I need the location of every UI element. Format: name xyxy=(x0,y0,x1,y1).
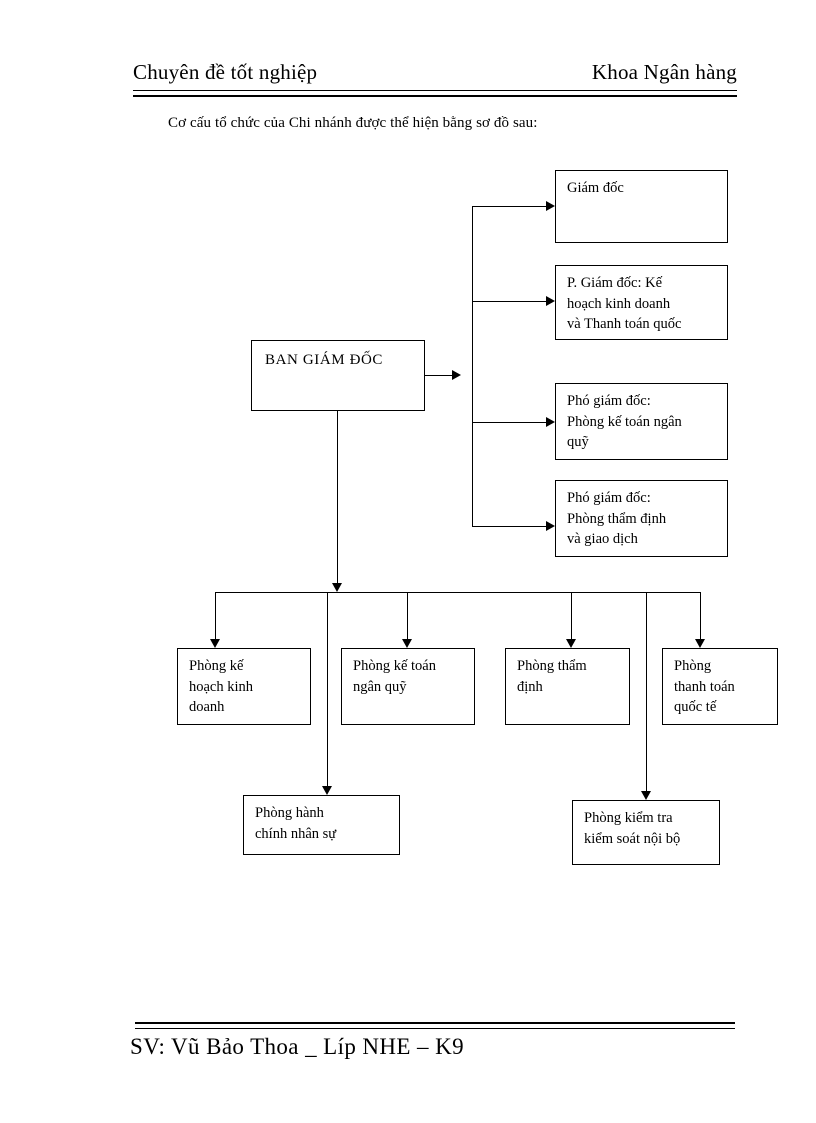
arrowhead-thanh-toan xyxy=(695,639,705,648)
node-label: P. Giám đốc: Kế hoạch kinh doanh và Than… xyxy=(567,275,682,333)
connector-trunk-to-giam-doc xyxy=(472,206,546,207)
connector-trunk-to-pgd-ke-hoach xyxy=(472,301,546,302)
org-chart-diagram: BAN GIÁM ĐỐC Giám đốc P. Giám đốc: Kế ho… xyxy=(177,170,778,865)
arrowhead-root-drop xyxy=(332,583,342,592)
connector-bus-to-hanh-chinh xyxy=(327,592,328,786)
arrowhead-root-to-trunk xyxy=(452,370,461,380)
arrowhead-hanh-chinh xyxy=(322,786,332,795)
connector-trunk-to-pgd-tham-dinh xyxy=(472,526,546,527)
node-pho-giam-doc-ke-hoach: P. Giám đốc: Kế hoạch kinh doanh và Than… xyxy=(555,265,728,340)
connector-bus-to-thanh-toan xyxy=(700,592,701,639)
node-label: Giám đốc xyxy=(567,180,624,196)
node-pho-giam-doc-tham-dinh: Phó giám đốc: Phòng thẩm định và giao dị… xyxy=(555,480,728,557)
node-phong-tham-dinh: Phòng thẩm định xyxy=(505,648,630,725)
connector-bus-to-tham-dinh xyxy=(571,592,572,639)
node-giam-doc: Giám đốc xyxy=(555,170,728,243)
node-label: Phòng kế toán ngân quỹ xyxy=(353,658,436,695)
node-label: Phó giám đốc: Phòng thẩm định và giao dị… xyxy=(567,490,667,548)
intro-paragraph: Cơ cấu tổ chức của Chi nhánh được thể hi… xyxy=(168,115,538,131)
arrowhead-pgd-ke-hoach xyxy=(546,296,555,306)
node-label: Phòng thẩm định xyxy=(517,658,587,695)
connector-leadership-trunk xyxy=(472,206,473,526)
arrowhead-pgd-tham-dinh xyxy=(546,521,555,531)
node-pho-giam-doc-ke-toan: Phó giám đốc: Phòng kế toán ngân quỹ xyxy=(555,383,728,460)
connector-bus-to-ke-hoach xyxy=(215,592,216,639)
node-label: Phòng hành chính nhân sự xyxy=(255,805,337,842)
node-phong-ke-toan-ngan-quy: Phòng kế toán ngân quỹ xyxy=(341,648,475,725)
arrowhead-ke-toan xyxy=(402,639,412,648)
connector-root-to-trunk xyxy=(425,375,452,376)
footer-text: SV: Vũ Bảo Thoa _ Líp NHE – K9 xyxy=(130,1034,464,1059)
node-label: Phó giám đốc: Phòng kế toán ngân quỹ xyxy=(567,393,682,451)
node-label: Phòng kế hoạch kinh doanh xyxy=(189,658,254,716)
header-left-text: Chuyên đề tốt nghiệp xyxy=(133,60,318,84)
node-phong-ke-hoach-kinh-doanh: Phòng kế hoạch kinh doanh xyxy=(177,648,311,725)
header-divider-rule xyxy=(133,90,737,97)
node-phong-kiem-tra-kiem-soat: Phòng kiểm tra kiểm soát nội bộ xyxy=(572,800,720,865)
arrowhead-giam-doc xyxy=(546,201,555,211)
header-right-text: Khoa Ngân hàng xyxy=(591,60,737,84)
connector-bus-to-ke-toan xyxy=(407,592,408,639)
node-label: Phòng kiểm tra kiểm soát nội bộ xyxy=(584,810,681,847)
node-label: Phòng thanh toán quốc tế xyxy=(674,658,735,716)
arrowhead-kiem-tra xyxy=(641,791,651,800)
page-header: Chuyên đề tốt nghiệp Khoa Ngân hàng xyxy=(133,60,737,94)
connector-bus-to-kiem-tra xyxy=(646,592,647,791)
footer-divider-rule xyxy=(135,1022,735,1029)
node-ban-giam-doc: BAN GIÁM ĐỐC xyxy=(251,340,425,411)
node-phong-hanh-chinh-nhan-su: Phòng hành chính nhân sự xyxy=(243,795,400,855)
connector-root-drop xyxy=(337,411,338,583)
arrowhead-tham-dinh xyxy=(566,639,576,648)
node-phong-thanh-toan-quoc-te: Phòng thanh toán quốc tế xyxy=(662,648,778,725)
connector-trunk-to-pgd-ke-toan xyxy=(472,422,546,423)
node-label: BAN GIÁM ĐỐC xyxy=(265,352,384,368)
arrowhead-pgd-ke-toan xyxy=(546,417,555,427)
connector-department-bus xyxy=(215,592,700,593)
arrowhead-ke-hoach xyxy=(210,639,220,648)
